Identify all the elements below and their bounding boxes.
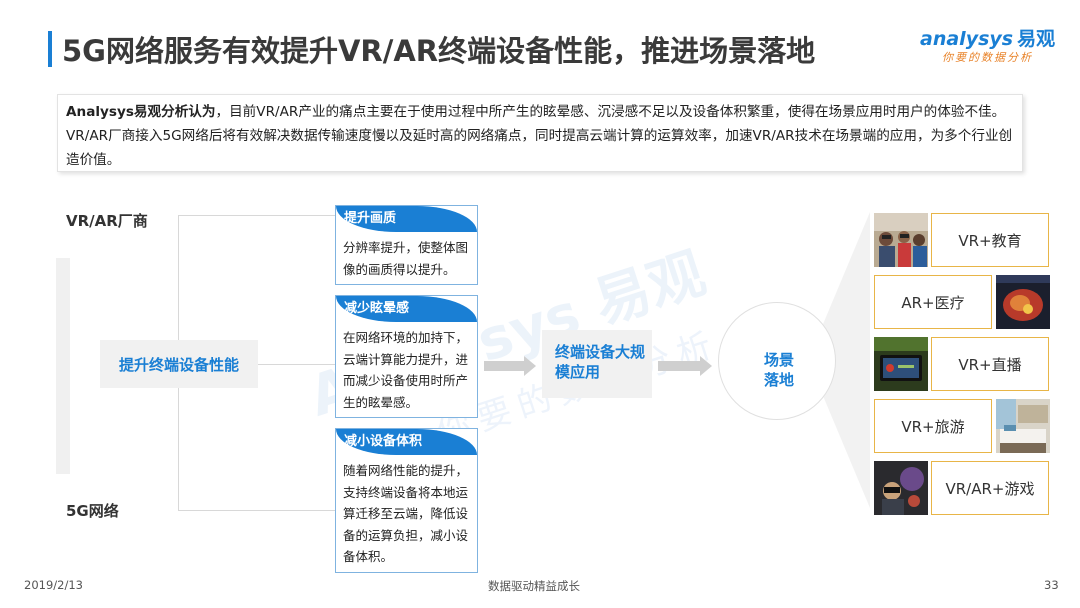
connector-bottom [178, 510, 335, 511]
label-5g-network: 5G网络 [66, 502, 119, 520]
core-performance-box: 提升终端设备性能 [100, 340, 258, 388]
medical-ar-photo [996, 275, 1050, 329]
logo-tagline: 你要的数据分析 [942, 51, 1033, 64]
arrow-right-icon [658, 356, 712, 376]
hotel-room-photo [996, 399, 1050, 453]
card-body: 随着网络性能的提升，支持终端设备将本地运算迁移至云端，降低设备的运算负担，减小设… [343, 463, 469, 564]
page-title: 5G网络服务有效提升VR/AR终端设备性能，推进场景落地 [62, 34, 816, 68]
card-title: 提升画质 [336, 206, 477, 232]
card-body: 在网络环境的加持下，云端计算能力提升，进而减少设备使用时所产生的眩晕感。 [343, 330, 469, 410]
summary-lead: Analysys易观分析认为 [66, 104, 216, 120]
gaming-photo [874, 461, 928, 515]
card-image-quality: 提升画质 分辨率提升，使整体图像的画质得以提升。 [335, 205, 478, 285]
card-title: 减小设备体积 [336, 429, 477, 455]
scene-circle [718, 302, 836, 420]
arrow-right-icon [484, 356, 536, 376]
scene-vr-education: VR+教育 [931, 213, 1049, 267]
scene-vr-live: VR+直播 [931, 337, 1049, 391]
mass-adoption-box: 终端设备大规模应用 [542, 330, 652, 398]
logo-wordmark: nalysys [932, 28, 1014, 50]
connector-middle [258, 364, 335, 365]
card-title: 减少眩晕感 [336, 296, 477, 322]
footer-slogan: 数据驱动精益成长 [488, 579, 580, 593]
footer-date: 2019/2/13 [24, 578, 83, 592]
title-accent-bar [48, 31, 52, 67]
logo-prefix: a [920, 28, 933, 50]
connector-top [178, 215, 335, 216]
page-number: 33 [1044, 578, 1059, 592]
logo-chinese: 易观 [1017, 28, 1056, 50]
fan-connector [808, 212, 870, 508]
classroom-photo [874, 213, 928, 267]
scene-landing-label: 场景落地 [764, 351, 795, 389]
scene-vr-ar-gaming: VR/AR+游戏 [931, 461, 1049, 515]
card-reduce-size: 减小设备体积 随着网络性能的提升，支持终端设备将本地运算迁移至云端，降低设备的运… [335, 428, 478, 573]
scene-vr-travel: VR+旅游 [874, 399, 992, 453]
summary-box: Analysys易观分析认为，目前VR/AR产业的痛点主要在于使用过程中所产生的… [57, 94, 1023, 172]
card-body: 分辨率提升，使整体图像的画质得以提升。 [343, 240, 469, 277]
left-decor-bar [56, 258, 70, 474]
scene-ar-medical: AR+医疗 [874, 275, 992, 329]
summary-text: ，目前VR/AR产业的痛点主要在于使用过程中所产生的眩晕感、沉浸感不足以及设备体… [66, 104, 1013, 168]
live-stream-photo [874, 337, 928, 391]
label-vr-ar-vendors: VR/AR厂商 [66, 212, 148, 230]
card-reduce-dizziness: 减少眩晕感 在网络环境的加持下，云端计算能力提升，进而减少设备使用时所产生的眩晕… [335, 295, 478, 418]
